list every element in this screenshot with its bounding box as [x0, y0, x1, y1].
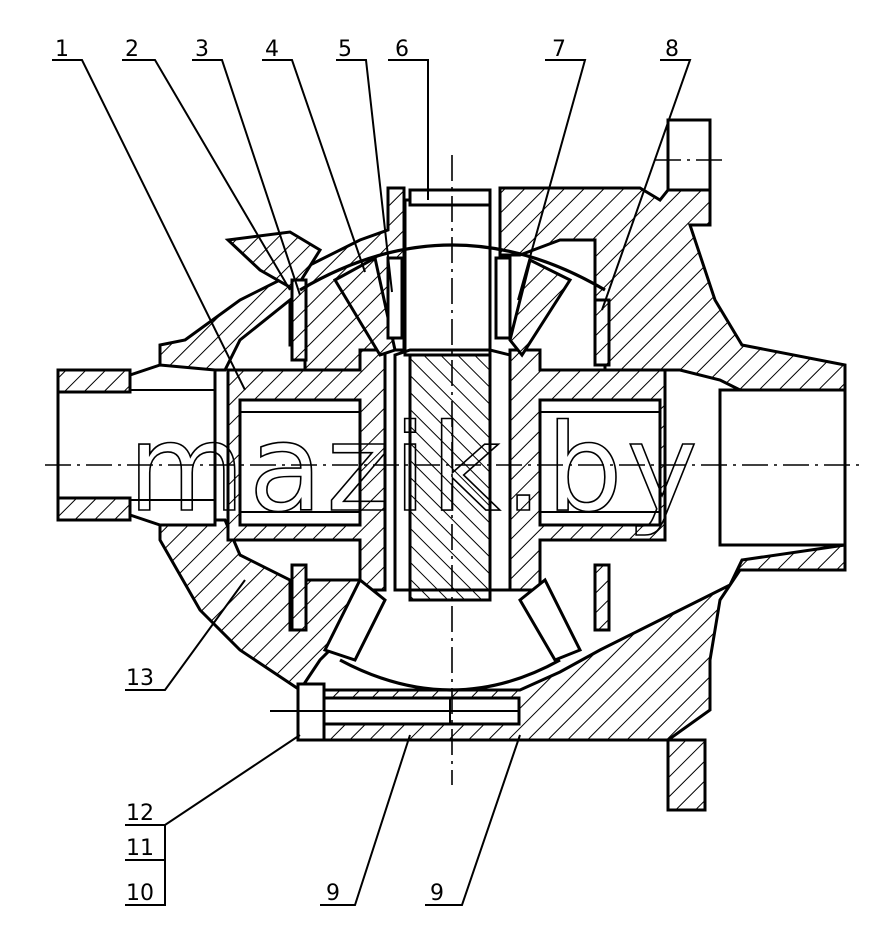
centre-lines: [45, 155, 860, 785]
upper-pinions: [224, 230, 573, 358]
callouts: 1 2 3 4 5 6 7 8 9 9 10 11 12 13: [55, 37, 679, 906]
bolt: [270, 682, 521, 742]
callout-5: 5: [338, 37, 352, 62]
callout-7: 7: [552, 37, 566, 62]
callout-9-right: 9: [430, 881, 444, 906]
right-axle: [718, 388, 847, 547]
callout-12: 12: [126, 801, 154, 826]
left-axle: [56, 363, 217, 527]
callout-3: 3: [195, 37, 209, 62]
callout-2: 2: [125, 37, 139, 62]
thrust-washers: [290, 256, 611, 632]
cross-shaft: [393, 188, 512, 602]
callout-13: 13: [126, 666, 154, 691]
callout-8: 8: [665, 37, 679, 62]
callout-4: 4: [265, 37, 279, 62]
left-side-gear: [226, 348, 387, 592]
outline-arcs: [299, 243, 606, 692]
callout-11: 11: [126, 836, 154, 861]
lower-pinions: [322, 577, 583, 662]
leader-lines: [52, 59, 692, 906]
callout-10: 10: [126, 881, 154, 906]
callout-9-left: 9: [326, 881, 340, 906]
callout-6: 6: [395, 37, 409, 62]
watermark: mazik.by: [128, 400, 702, 539]
callout-1: 1: [55, 37, 69, 62]
right-side-gear: [508, 348, 667, 592]
